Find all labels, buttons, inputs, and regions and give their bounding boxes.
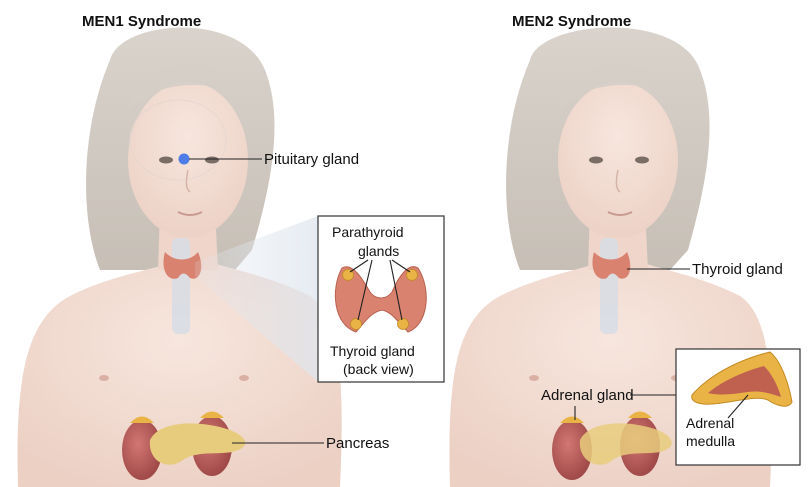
men2-title: MEN2 Syndrome	[512, 13, 631, 30]
adrenal-medulla-label-line1: Adrenal	[686, 415, 734, 431]
left-eye-left	[159, 157, 173, 164]
left-nipple-a	[99, 375, 109, 381]
thyroid-caption-line1: Thyroid gland	[330, 343, 415, 359]
adrenal-medulla-label-line2: medulla	[686, 433, 735, 449]
thyroid-inset: Parathyroid glands Thyroid gland (back v…	[318, 216, 444, 382]
parathyroid-label-line2: glands	[358, 243, 399, 259]
adrenal-inset: Adrenal medulla	[676, 349, 800, 465]
pituitary-label: Pituitary gland	[264, 151, 359, 168]
parathyroid-gland-lr	[398, 319, 409, 330]
men1-title: MEN1 Syndrome	[82, 13, 201, 30]
right-eye-left	[589, 157, 603, 164]
right-trachea	[600, 238, 618, 334]
right-nipple-a	[529, 375, 539, 381]
pituitary-gland-marker	[179, 154, 190, 165]
thyroid-caption-line2: (back view)	[343, 361, 414, 377]
left-nipple-b	[239, 375, 249, 381]
parathyroid-label-line1: Parathyroid	[332, 224, 404, 240]
right-eye-right	[635, 157, 649, 164]
pancreas-label: Pancreas	[326, 435, 389, 452]
left-trachea	[172, 238, 190, 334]
thyroid-label: Thyroid gland	[692, 261, 783, 278]
parathyroid-gland-ll	[351, 319, 362, 330]
adrenal-gland-label: Adrenal gland	[541, 387, 634, 404]
left-eye-right	[205, 157, 219, 164]
